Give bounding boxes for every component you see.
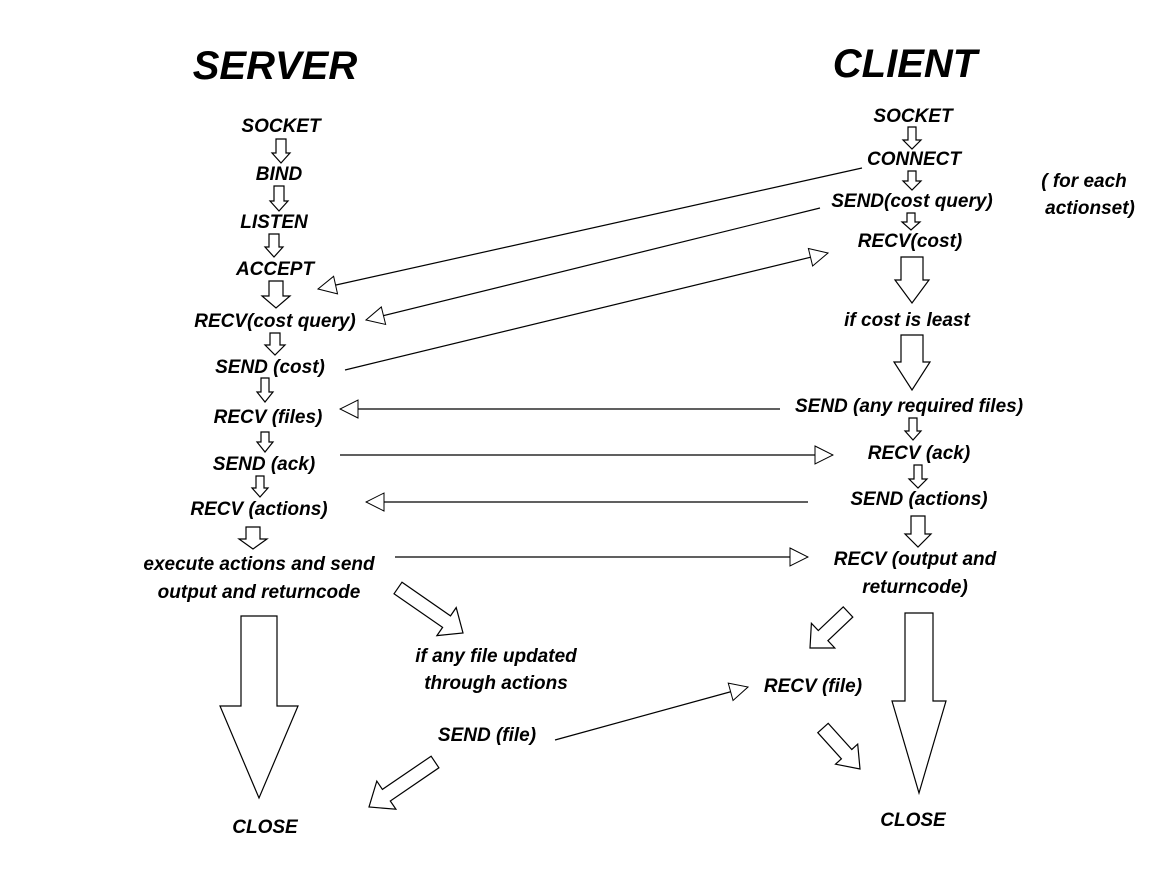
server-close-label: CLOSE bbox=[232, 817, 299, 838]
client-send-actions-label: SEND (actions) bbox=[850, 489, 987, 510]
server-send-ack-label: SEND (ack) bbox=[213, 454, 315, 475]
message-cost-reply bbox=[344, 253, 828, 371]
client-connect-label: CONNECT bbox=[867, 149, 962, 170]
client-recv-ack-label: RECV (ack) bbox=[868, 443, 970, 464]
server-flow-arrow-send-recvfiles bbox=[255, 377, 275, 403]
client-close-label: CLOSE bbox=[880, 810, 947, 831]
server-flow-arrow-sendack-recvactions bbox=[250, 475, 270, 498]
client-flow-arrow-recvfile-close bbox=[816, 722, 861, 770]
client-flow-arrow-connect-sendquery bbox=[901, 170, 923, 191]
server-execute-label-line2: output and returncode bbox=[158, 582, 361, 603]
server-flow-arrow-bind-listen bbox=[268, 185, 290, 212]
server-title: SERVER bbox=[193, 44, 358, 88]
client-socket-label: SOCKET bbox=[873, 106, 954, 127]
server-flow-arrow-to-close-diag bbox=[368, 755, 440, 810]
loop-note-line1: ( for each bbox=[1041, 171, 1127, 192]
server-recv-files-label: RECV (files) bbox=[214, 407, 323, 428]
server-flow-arrow-recvactions-execute bbox=[237, 526, 269, 550]
client-title: CLIENT bbox=[833, 42, 981, 86]
client-send-files-label: SEND (any required files) bbox=[795, 396, 1023, 417]
server-accept-label: ACCEPT bbox=[235, 259, 316, 280]
client-recv-output-label-line2: returncode) bbox=[862, 577, 968, 598]
server-flow-arrow-accept-recv bbox=[260, 280, 292, 309]
client-recv-output-label-line1: RECV (output and bbox=[834, 549, 997, 570]
client-recv-file-label: RECV (file) bbox=[764, 676, 862, 697]
client-flow-arrow-ifleast-sendfiles bbox=[892, 334, 932, 392]
client-flow-arrow-sendactions-recvoutput bbox=[903, 515, 933, 548]
message-file bbox=[554, 687, 748, 741]
file-updated-label-line1: if any file updated bbox=[415, 646, 577, 667]
server-flow-arrow-socket-bind bbox=[270, 138, 292, 164]
server-socket-label: SOCKET bbox=[241, 116, 322, 137]
client-flow-arrow-to-close bbox=[891, 612, 947, 796]
file-updated-label-line2: through actions bbox=[424, 673, 568, 694]
client-recv-cost-label: RECV(cost) bbox=[858, 231, 963, 252]
server-bind-label: BIND bbox=[256, 164, 303, 185]
client-flow-arrow-sendfiles-recvack bbox=[903, 417, 923, 441]
server-flow-arrow-listen-accept bbox=[263, 233, 285, 258]
client-flow-arrow-to-recvfile bbox=[809, 606, 854, 649]
client-flow-arrow-socket-connect bbox=[901, 126, 923, 150]
client-send-cost-query-label: SEND(cost query) bbox=[831, 191, 993, 212]
client-flow-arrow-sendquery-recvcost bbox=[900, 212, 922, 231]
server-flow-arrow-recv-send bbox=[263, 332, 287, 356]
server-send-cost-label: SEND (cost) bbox=[215, 357, 325, 378]
message-cost-query bbox=[366, 207, 821, 320]
client-flow-arrow-recvack-sendactions bbox=[907, 464, 929, 489]
loop-note-line2: actionset) bbox=[1045, 198, 1135, 219]
client-flow-arrow-recvcost-ifleast bbox=[893, 256, 931, 305]
server-flow-arrow-to-close bbox=[219, 615, 299, 800]
server-flow-arrow-to-file-update bbox=[393, 581, 464, 637]
server-flow-arrow-recvfiles-sendack bbox=[255, 431, 275, 453]
server-recv-actions-label: RECV (actions) bbox=[190, 499, 327, 520]
server-recv-cost-query-label: RECV(cost query) bbox=[194, 311, 356, 332]
client-if-least-label: if cost is least bbox=[844, 310, 970, 331]
message-connect-to-accept bbox=[318, 167, 863, 289]
server-listen-label: LISTEN bbox=[240, 212, 309, 233]
server-send-file-label: SEND (file) bbox=[438, 725, 536, 746]
server-execute-label-line1: execute actions and send bbox=[143, 554, 375, 575]
